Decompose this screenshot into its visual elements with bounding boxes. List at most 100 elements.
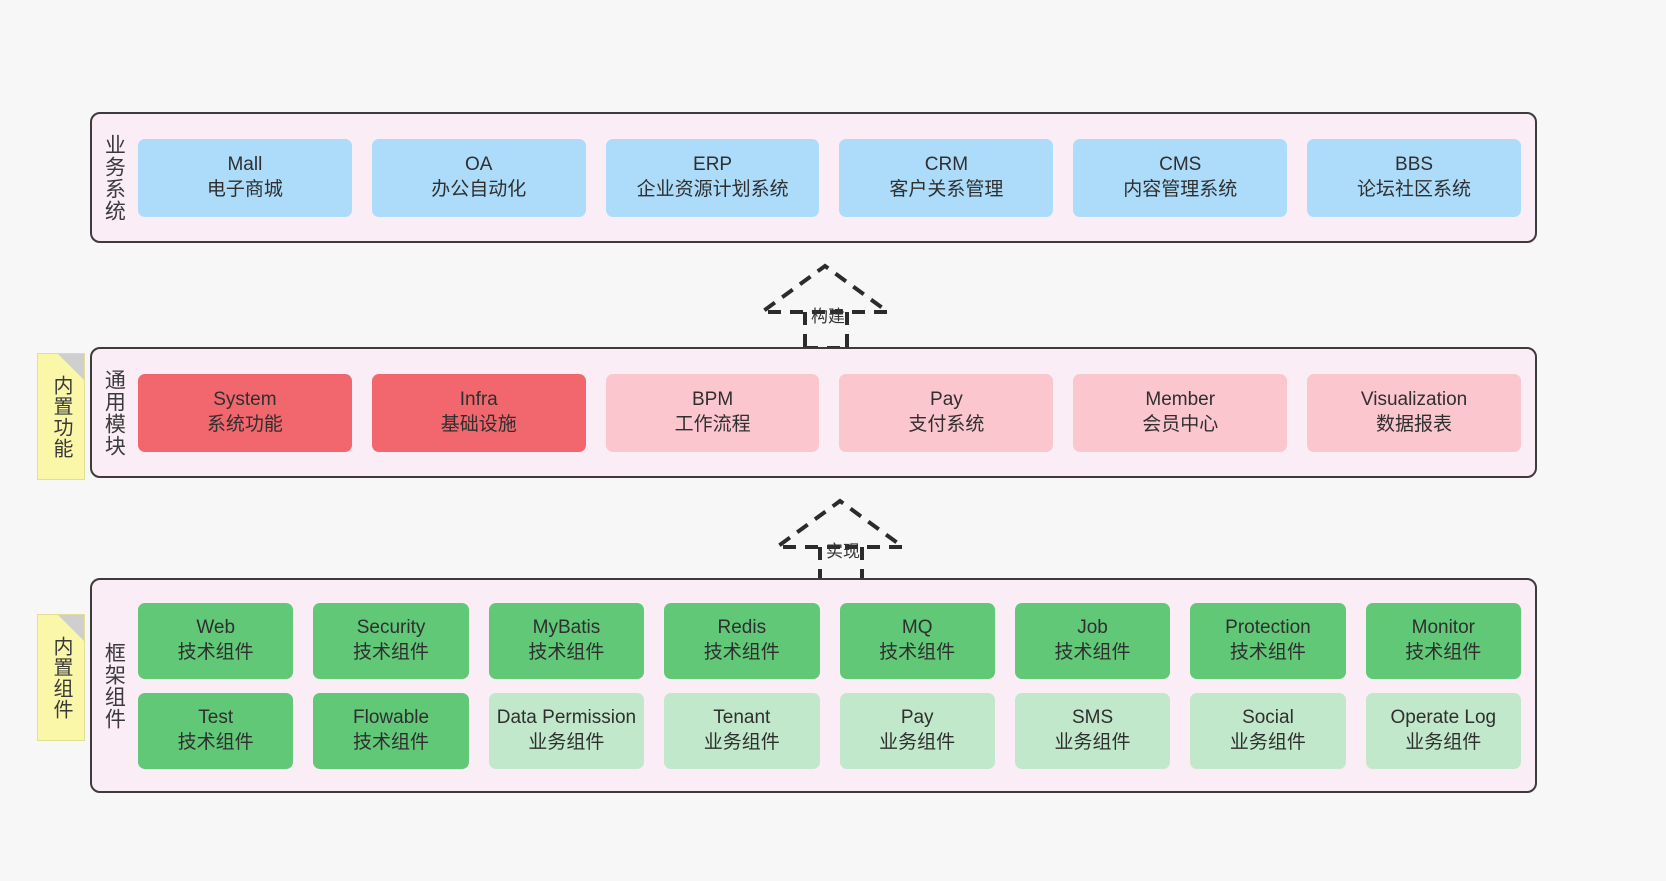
note-fold-corner bbox=[58, 615, 84, 641]
card-subtitle: 业务组件 bbox=[528, 731, 605, 753]
card-data-permission[interactable]: Data Permission 业务组件 bbox=[488, 692, 645, 769]
card-title: Security bbox=[356, 616, 426, 638]
card-subtitle: 技术组件 bbox=[1229, 641, 1306, 663]
card-security[interactable]: Security 技术组件 bbox=[313, 602, 469, 679]
card-subtitle: 技术组件 bbox=[353, 641, 430, 663]
card-title: Pay bbox=[900, 706, 934, 728]
card-job[interactable]: Job 技术组件 bbox=[1014, 602, 1171, 679]
card-title: OA bbox=[465, 153, 493, 175]
card-title: MQ bbox=[901, 616, 933, 638]
card-title: Tenant bbox=[713, 706, 771, 728]
card-operate-log[interactable]: Operate Log 业务组件 bbox=[1365, 692, 1521, 769]
card-subtitle: 论坛社区系统 bbox=[1357, 178, 1472, 200]
card-subtitle: 工作流程 bbox=[674, 413, 751, 435]
card-title: Test bbox=[198, 706, 234, 728]
card-mall[interactable]: Mall 电子商城 bbox=[138, 138, 352, 217]
layer-title-business-systems: 业务系统 bbox=[102, 133, 126, 222]
card-title: BPM bbox=[691, 388, 734, 410]
card-oa[interactable]: OA 办公自动化 bbox=[371, 138, 586, 217]
card-social[interactable]: Social 业务组件 bbox=[1190, 692, 1346, 769]
card-web[interactable]: Web 技术组件 bbox=[138, 602, 294, 679]
card-subtitle: 技术组件 bbox=[703, 641, 780, 663]
card-flowable[interactable]: Flowable 技术组件 bbox=[313, 692, 469, 769]
card-mybatis[interactable]: MyBatis 技术组件 bbox=[488, 602, 645, 679]
card-subtitle: 企业资源计划系统 bbox=[636, 178, 789, 200]
card-subtitle: 系统功能 bbox=[206, 413, 283, 435]
layer-title-framework-components: 框架组件 bbox=[102, 641, 126, 730]
card-cms[interactable]: CMS 内容管理系统 bbox=[1073, 138, 1288, 217]
card-title: ERP bbox=[693, 153, 733, 175]
card-subtitle: 技术组件 bbox=[528, 641, 605, 663]
note-fold-corner bbox=[58, 354, 84, 380]
card-row: System 系统功能 Infra 基础设施 BPM 工作流程 Pay 支付系统… bbox=[138, 373, 1521, 452]
card-title: Mall bbox=[227, 153, 263, 175]
card-title: Monitor bbox=[1411, 616, 1475, 638]
card-subtitle: 技术组件 bbox=[1054, 641, 1131, 663]
card-member[interactable]: Member 会员中心 bbox=[1073, 373, 1288, 452]
card-title: Infra bbox=[459, 388, 498, 410]
card-title: SMS bbox=[1071, 706, 1114, 728]
card-title: Web bbox=[196, 616, 236, 638]
card-row: Test 技术组件 Flowable 技术组件 Data Permission … bbox=[138, 692, 1521, 769]
card-subtitle: 技术组件 bbox=[1405, 641, 1482, 663]
card-subtitle: 业务组件 bbox=[703, 731, 780, 753]
card-protection[interactable]: Protection 技术组件 bbox=[1190, 602, 1346, 679]
connector-implement: 实现 bbox=[770, 497, 920, 585]
card-title: Protection bbox=[1225, 616, 1311, 638]
card-subtitle: 会员中心 bbox=[1142, 413, 1219, 435]
card-row: Web 技术组件 Security 技术组件 MyBatis 技术组件 Redi… bbox=[138, 602, 1521, 679]
card-subtitle: 业务组件 bbox=[1229, 731, 1306, 753]
card-title: Redis bbox=[717, 616, 767, 638]
card-subtitle: 业务组件 bbox=[1405, 731, 1482, 753]
layer-body-framework-components: Web 技术组件 Security 技术组件 MyBatis 技术组件 Redi… bbox=[134, 580, 1535, 791]
connector-build-label: 构建 bbox=[811, 307, 845, 326]
card-title: Social bbox=[1242, 706, 1294, 728]
sticky-note-builtin-features: 内置功能 bbox=[37, 353, 85, 480]
card-pay-business[interactable]: Pay 业务组件 bbox=[839, 692, 995, 769]
card-subtitle: 技术组件 bbox=[353, 731, 430, 753]
card-mq[interactable]: MQ 技术组件 bbox=[839, 602, 995, 679]
card-subtitle: 内容管理系统 bbox=[1123, 178, 1238, 200]
card-system[interactable]: System 系统功能 bbox=[138, 373, 352, 452]
card-test[interactable]: Test 技术组件 bbox=[138, 692, 294, 769]
card-subtitle: 技术组件 bbox=[879, 641, 956, 663]
card-redis[interactable]: Redis 技术组件 bbox=[664, 602, 820, 679]
layer-body-business-systems: Mall 电子商城 OA 办公自动化 ERP 企业资源计划系统 CRM 客户关系… bbox=[134, 114, 1535, 241]
card-sms[interactable]: SMS 业务组件 bbox=[1014, 692, 1171, 769]
card-infra[interactable]: Infra 基础设施 bbox=[371, 373, 586, 452]
card-title: Flowable bbox=[353, 706, 430, 728]
layer-business-systems: 业务系统 Mall 电子商城 OA 办公自动化 ERP 企业资源计划系统 CRM… bbox=[90, 112, 1537, 243]
note-label: 内置组件 bbox=[50, 635, 72, 720]
card-subtitle: 业务组件 bbox=[879, 731, 956, 753]
card-title: BBS bbox=[1395, 153, 1434, 175]
card-subtitle: 客户关系管理 bbox=[889, 178, 1004, 200]
card-title: CMS bbox=[1159, 153, 1202, 175]
card-subtitle: 电子商城 bbox=[206, 178, 283, 200]
card-erp[interactable]: ERP 企业资源计划系统 bbox=[605, 138, 820, 217]
card-bpm[interactable]: BPM 工作流程 bbox=[605, 373, 820, 452]
card-title: Data Permission bbox=[496, 706, 637, 728]
connector-implement-label: 实现 bbox=[826, 542, 860, 561]
card-title: System bbox=[213, 388, 277, 410]
card-subtitle: 办公自动化 bbox=[431, 178, 527, 200]
layer-body-common-modules: System 系统功能 Infra 基础设施 BPM 工作流程 Pay 支付系统… bbox=[134, 349, 1535, 476]
connector-build: 构建 bbox=[755, 262, 905, 350]
card-visualization[interactable]: Visualization 数据报表 bbox=[1307, 373, 1521, 452]
sticky-note-builtin-components: 内置组件 bbox=[37, 614, 85, 741]
layer-framework-components: 框架组件 Web 技术组件 Security 技术组件 MyBatis 技术组件… bbox=[90, 578, 1537, 793]
card-title: MyBatis bbox=[532, 616, 601, 638]
card-crm[interactable]: CRM 客户关系管理 bbox=[839, 138, 1054, 217]
card-title: Member bbox=[1145, 388, 1216, 410]
card-tenant[interactable]: Tenant 业务组件 bbox=[664, 692, 820, 769]
card-title: Visualization bbox=[1360, 388, 1468, 410]
card-pay[interactable]: Pay 支付系统 bbox=[839, 373, 1054, 452]
card-monitor[interactable]: Monitor 技术组件 bbox=[1365, 602, 1521, 679]
layer-common-modules: 通用模块 System 系统功能 Infra 基础设施 BPM 工作流程 Pay… bbox=[90, 347, 1537, 478]
card-subtitle: 支付系统 bbox=[908, 413, 985, 435]
card-bbs[interactable]: BBS 论坛社区系统 bbox=[1307, 138, 1521, 217]
card-title: Operate Log bbox=[1390, 706, 1497, 728]
card-subtitle: 业务组件 bbox=[1054, 731, 1131, 753]
card-title: Job bbox=[1077, 616, 1108, 638]
card-subtitle: 技术组件 bbox=[177, 731, 254, 753]
